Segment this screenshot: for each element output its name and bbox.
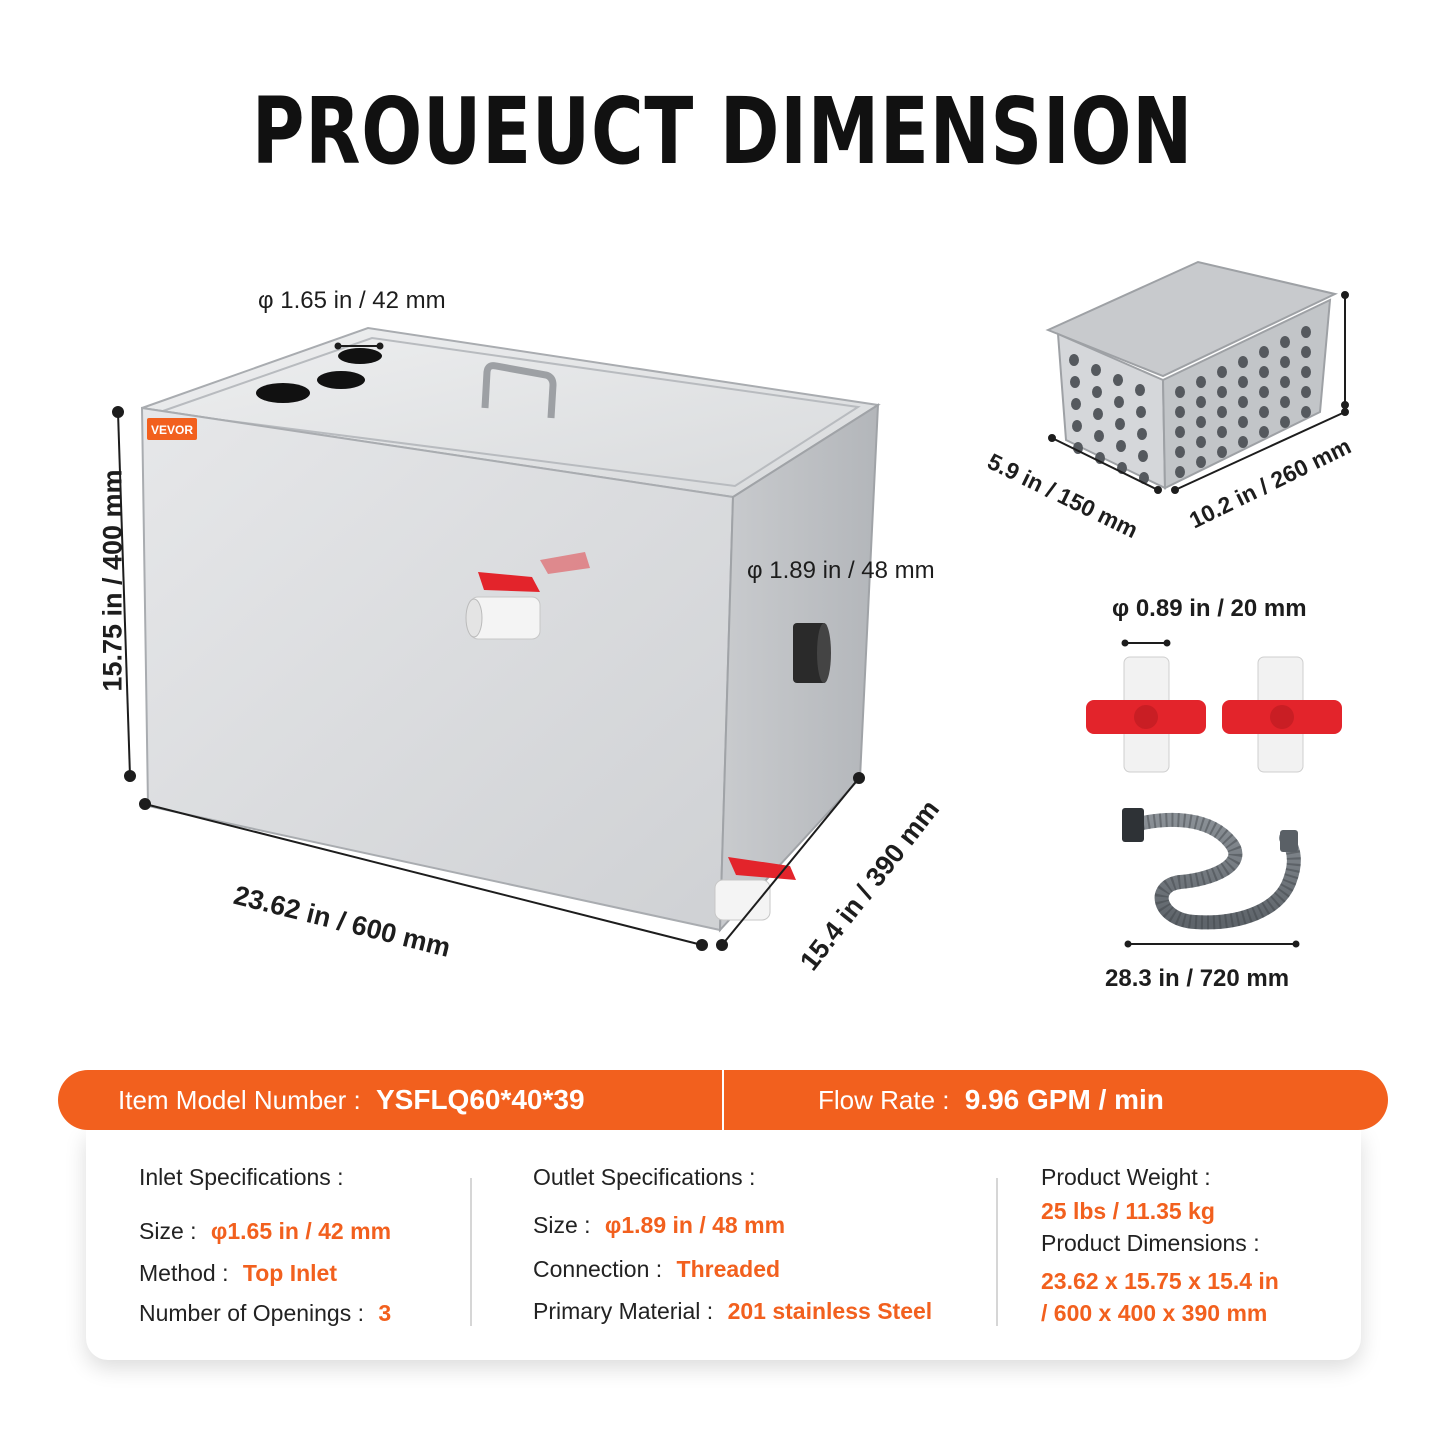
inlet-method: Method : Top Inlet <box>139 1260 338 1286</box>
basket-hole <box>1072 420 1082 432</box>
basket-hole <box>1093 408 1103 420</box>
basket-hole <box>1196 396 1206 408</box>
box-front <box>140 406 735 932</box>
column-divider <box>470 1178 472 1326</box>
dimensions-label: Product Dimensions : <box>1041 1230 1260 1256</box>
outlet-material: Primary Material : 201 stainless Steel <box>533 1298 933 1324</box>
spec-panel: Inlet Specifications : Size : φ1.65 in /… <box>86 1130 1361 1360</box>
outlet-size: Size : φ1.89 in / 48 mm <box>533 1212 786 1238</box>
drain-hose <box>1122 808 1301 930</box>
model-number: Item Model Number : YSFLQ60*40*39 <box>118 1084 585 1115</box>
basket-hole <box>1238 396 1248 408</box>
basket-hole <box>1196 436 1206 448</box>
basket-hole <box>1238 376 1248 388</box>
valve-diameter-label: φ 0.89 in / 20 mm <box>1112 595 1307 622</box>
basket-hole <box>1259 386 1269 398</box>
spare-valve <box>1086 656 1206 773</box>
spec-banner: Item Model Number : YSFLQ60*40*39 Flow R… <box>58 1070 1388 1130</box>
basket-hole <box>1280 416 1290 428</box>
outlet-heading: Outlet Specifications : <box>533 1164 756 1190</box>
basket-hole <box>1238 436 1248 448</box>
basket-hole <box>1175 466 1185 478</box>
basket-hole <box>1135 384 1145 396</box>
basket-hole <box>1217 426 1227 438</box>
basket-hole <box>1217 366 1227 378</box>
hose-dimension-line <box>1124 940 1300 948</box>
height-label: 15.75 in / 400 mm <box>97 469 128 692</box>
product-illustration: VEVOR <box>112 260 1349 951</box>
basket-hole <box>1259 426 1269 438</box>
basket-hole <box>1175 446 1185 458</box>
basket-hole <box>1115 418 1125 430</box>
basket-hole <box>1259 346 1269 358</box>
column-divider <box>996 1178 998 1326</box>
basket-hole <box>1113 374 1123 386</box>
basket-hole <box>1092 386 1102 398</box>
basket-hole <box>1116 440 1126 452</box>
basket-hole <box>1301 326 1311 338</box>
flow-rate: Flow Rate : 9.96 GPM / min <box>818 1084 1164 1115</box>
basket-hole <box>1196 376 1206 388</box>
filter-basket <box>1045 260 1339 490</box>
valve-dimension-line <box>1121 639 1171 647</box>
basket-hole <box>1070 376 1080 388</box>
basket-hole <box>1280 356 1290 368</box>
hose-length-label: 28.3 in / 720 mm <box>1105 965 1290 992</box>
basket-hole <box>1196 416 1206 428</box>
basket-hole <box>1175 406 1185 418</box>
weight-label: Product Weight : <box>1041 1164 1211 1190</box>
inlet-hole <box>317 371 365 389</box>
weight-value: 25 lbs / 11.35 kg <box>1041 1198 1215 1224</box>
basket-hole <box>1301 386 1311 398</box>
basket-hole <box>1301 406 1311 418</box>
outlet-connection: Connection : Threaded <box>533 1256 781 1282</box>
basket-hole <box>1137 428 1147 440</box>
dimensions-line2: / 600 x 400 x 390 mm <box>1041 1300 1268 1326</box>
outlet-diameter-label: φ 1.89 in / 48 mm <box>747 557 935 584</box>
inlet-size: Size : φ1.65 in / 42 mm <box>139 1218 392 1244</box>
basket-hole <box>1138 450 1148 462</box>
basket-hole <box>1259 406 1269 418</box>
basket-hole <box>1280 376 1290 388</box>
basket-hole <box>1301 366 1311 378</box>
basket-hole <box>1280 396 1290 408</box>
basket-hole <box>1175 426 1185 438</box>
basket-hole <box>1259 366 1269 378</box>
lid-handle <box>481 362 557 419</box>
lid-edge <box>159 336 861 488</box>
grease-trap-box: VEVOR <box>140 326 881 933</box>
basket-hole <box>1196 456 1206 468</box>
brand-tag <box>147 418 197 440</box>
inlet-heading: Inlet Specifications : <box>139 1164 344 1190</box>
basket-hole <box>1071 398 1081 410</box>
basket-hole <box>1217 406 1227 418</box>
inlet-hole <box>256 383 310 403</box>
dimensions-line1: 23.62 x 15.75 x 15.4 in <box>1041 1268 1279 1294</box>
basket-hole <box>1217 386 1227 398</box>
basket-hole <box>1175 386 1185 398</box>
basket-hole <box>1114 396 1124 408</box>
basket-hole <box>1217 446 1227 458</box>
basket-hole <box>1069 354 1079 366</box>
basket-hole <box>1094 430 1104 442</box>
banner-divider <box>722 1070 724 1130</box>
front-valve <box>465 552 590 640</box>
box-dimension-lines <box>112 342 865 951</box>
spare-valve <box>1222 656 1342 773</box>
basket-hole <box>1136 406 1146 418</box>
basket-hole <box>1091 364 1101 376</box>
basket-dimension-lines <box>1048 291 1349 494</box>
inlet-hole <box>338 348 382 364</box>
inlet-diameter-label: φ 1.65 in / 42 mm <box>258 287 446 314</box>
basket-hole <box>1238 356 1248 368</box>
basket-hole <box>1280 336 1290 348</box>
basket-hole <box>1238 416 1248 428</box>
brand-tag-text: VEVOR <box>151 423 193 437</box>
basket-hole <box>1301 346 1311 358</box>
page-title: PROUEUCT DIMENSION <box>251 78 1194 185</box>
inlet-openings: Number of Openings : 3 <box>139 1300 392 1326</box>
